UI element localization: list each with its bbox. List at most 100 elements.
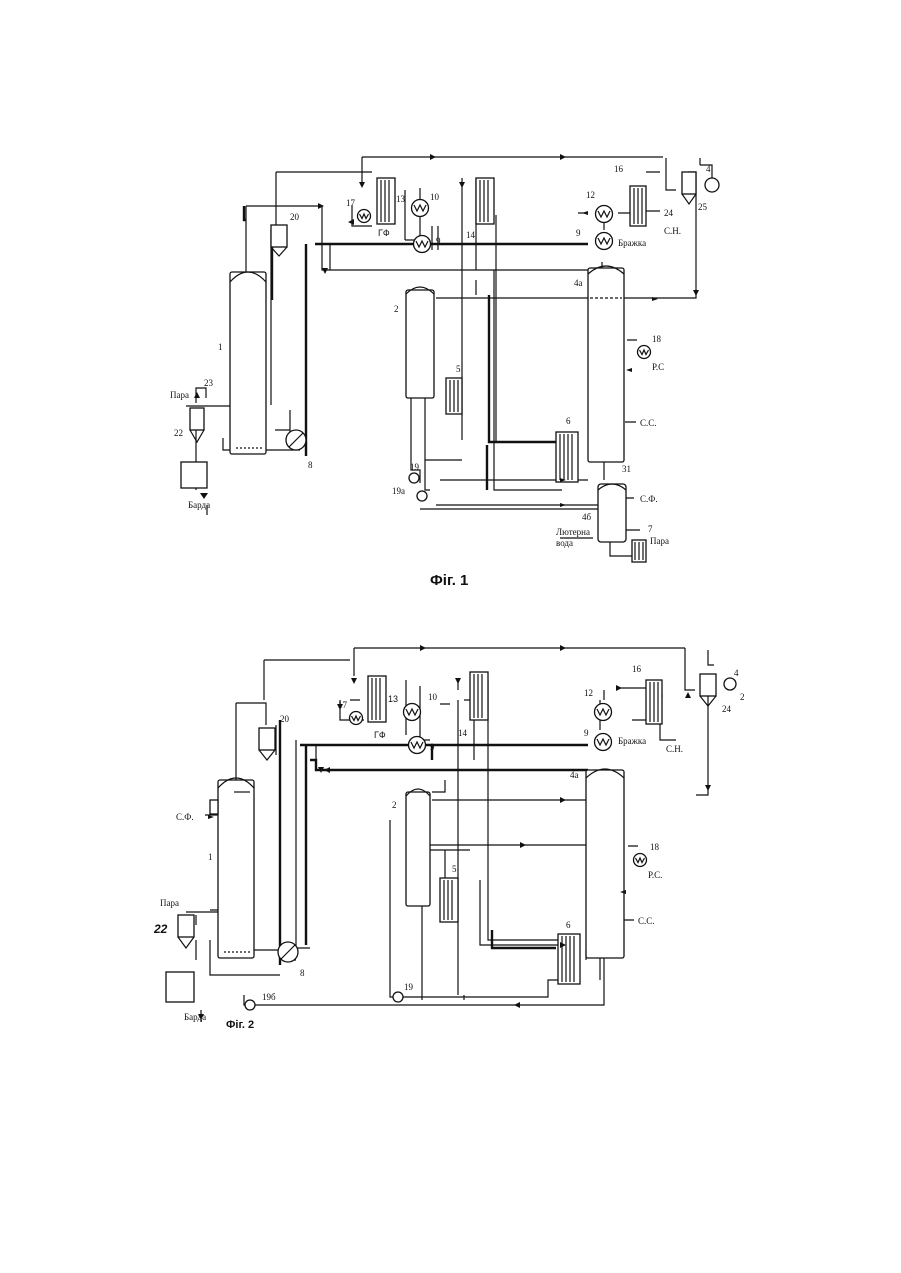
fig2-label-9b: 9 <box>584 728 589 738</box>
fig2-label-13: 13 <box>388 694 398 704</box>
fig1-label-12: 12 <box>586 190 595 200</box>
fig2-pipes <box>186 648 714 1022</box>
figure-2: 1 2 4а 5 6 8 9 9 10 12 13 14 16 17 18 19… <box>153 645 745 1031</box>
fig1-column-4b <box>598 484 626 542</box>
fig2-exchanger-14 <box>470 672 488 720</box>
fig1-pump-19a <box>417 491 427 501</box>
fig1-hx-9b <box>596 233 613 250</box>
figure-1: 1 2 4а 4б 5 6 7 8 9 9 10 12 13 14 16 17 … <box>170 154 719 589</box>
fig2-label-2: 2 <box>392 800 397 810</box>
fig2-main-lines <box>280 720 588 965</box>
fig2-label-rs: Р.С. <box>648 870 662 880</box>
fig1-label-4a: 4а <box>574 278 583 288</box>
fig1-exchanger-5 <box>446 378 462 414</box>
fig1-label-16: 16 <box>614 164 624 174</box>
fig1-label-4b: 4б <box>582 512 592 522</box>
fig2-label-12: 12 <box>584 688 593 698</box>
fig1-label-sf: С.Ф. <box>640 494 658 504</box>
fig2-label-ss: С.С. <box>638 916 655 926</box>
fig1-hx-10 <box>412 200 429 217</box>
fig2-cyclone-24 <box>700 674 736 706</box>
fig1-label-6: 6 <box>566 416 571 426</box>
fig1-separator-20 <box>271 225 287 247</box>
fig2-hx-18 <box>634 854 647 867</box>
fig2-label-16: 16 <box>632 664 642 674</box>
fig1-label-5: 5 <box>456 364 461 374</box>
fig2-separator-20 <box>259 728 275 750</box>
fig1-label-31: 31 <box>622 464 631 474</box>
fig2-column-1 <box>218 780 254 958</box>
fig1-label-22: 22 <box>174 428 183 438</box>
fig2-label-barda: Барда <box>184 1012 206 1022</box>
fig2-label-14: 14 <box>458 728 468 738</box>
fig2-label-5: 5 <box>452 864 457 874</box>
fig1-label-10: 10 <box>430 192 440 202</box>
fig2-hx-10 <box>404 704 421 721</box>
fig2-pump-19b <box>245 1000 255 1010</box>
fig2-label-17: 17 <box>338 700 348 710</box>
fig1-exchanger-13 <box>377 178 395 224</box>
fig2-label-4a: 4а <box>570 770 579 780</box>
fig1-caption: Фіг. 1 <box>430 572 468 589</box>
fig1-label-25: 25 <box>698 202 708 212</box>
fig2-label-1: 1 <box>208 852 213 862</box>
fig1-label-24: 24 <box>664 208 674 218</box>
fig1-label-ss: С.С. <box>640 418 657 428</box>
fig1-exchanger-6 <box>556 432 578 482</box>
fig1-pump-19 <box>409 473 419 483</box>
fig1-exchanger-16 <box>630 186 646 226</box>
fig1-label-lutter-2: вода <box>556 538 573 548</box>
fig1-label-lutter-1: Лютерна <box>556 527 590 537</box>
fig2-label-6: 6 <box>566 920 571 930</box>
fig2-label-sn: С.Н. <box>666 744 683 754</box>
fig2-exchanger-16 <box>646 680 662 724</box>
fig2-label-4: 4 <box>734 668 739 678</box>
fig1-label-4: 4 <box>706 164 711 174</box>
fig2-hx-9a <box>409 737 426 754</box>
fig1-label-17: 17 <box>346 198 356 208</box>
fig2-label-brazhka: Бражка <box>618 736 646 746</box>
fig2-label-sf: С.Ф. <box>176 812 194 822</box>
fig1-label-19: 19 <box>410 462 420 472</box>
fig1-column-2 <box>406 290 434 398</box>
fig1-hx-9a <box>414 236 431 253</box>
fig2-exchanger-13 <box>368 676 386 722</box>
fig2-caption: Фіг. 2 <box>226 1019 254 1031</box>
fig1-cyclone-24 <box>682 165 719 204</box>
fig1-label-20: 20 <box>290 212 300 222</box>
fig1-label-steam-left: Пара <box>170 390 189 400</box>
fig1-label-rs: Р.С <box>652 362 664 372</box>
fig2-label-gf: ГФ <box>374 730 386 740</box>
fig1-tank-22 <box>190 408 204 430</box>
fig1-label-1: 1 <box>218 342 223 352</box>
fig2-tank-22 <box>178 915 194 937</box>
fig1-hx-18 <box>638 346 651 359</box>
fig2-column-2 <box>406 792 430 906</box>
fig1-hx-17 <box>358 210 371 223</box>
fig2-label-24: 24 <box>722 704 732 714</box>
fig1-receiver <box>181 462 207 488</box>
fig2-hx-17 <box>350 712 363 725</box>
fig1-label-14: 14 <box>466 230 476 240</box>
fig1-label-9a: 9 <box>436 236 441 246</box>
fig2-exchanger-6 <box>558 934 580 984</box>
fig1-label-2: 2 <box>394 304 399 314</box>
fig1-column-1 <box>230 272 266 454</box>
fig1-label-23: 23 <box>204 378 214 388</box>
fig1-label-9b: 9 <box>576 228 581 238</box>
fig1-hx-12 <box>596 206 613 223</box>
fig1-label-barda: Барда <box>188 500 210 510</box>
fig2-exchanger-sf <box>210 800 218 814</box>
fig2-column-4a <box>586 770 624 958</box>
fig2-hx-12 <box>595 704 612 721</box>
fig2-label-8: 8 <box>300 968 305 978</box>
fig2-hx-9b <box>595 734 612 751</box>
fig2-label-2b: 2 <box>740 692 745 702</box>
fig1-label-18: 18 <box>652 334 662 344</box>
fig1-label-steam-right: Пара <box>650 536 669 546</box>
fig1-label-brazhka: Бражка <box>618 238 646 248</box>
fig2-label-22: 22 <box>153 922 168 936</box>
fig1-label-sn: С.Н. <box>664 226 681 236</box>
fig1-label-19a: 19а <box>392 486 405 496</box>
